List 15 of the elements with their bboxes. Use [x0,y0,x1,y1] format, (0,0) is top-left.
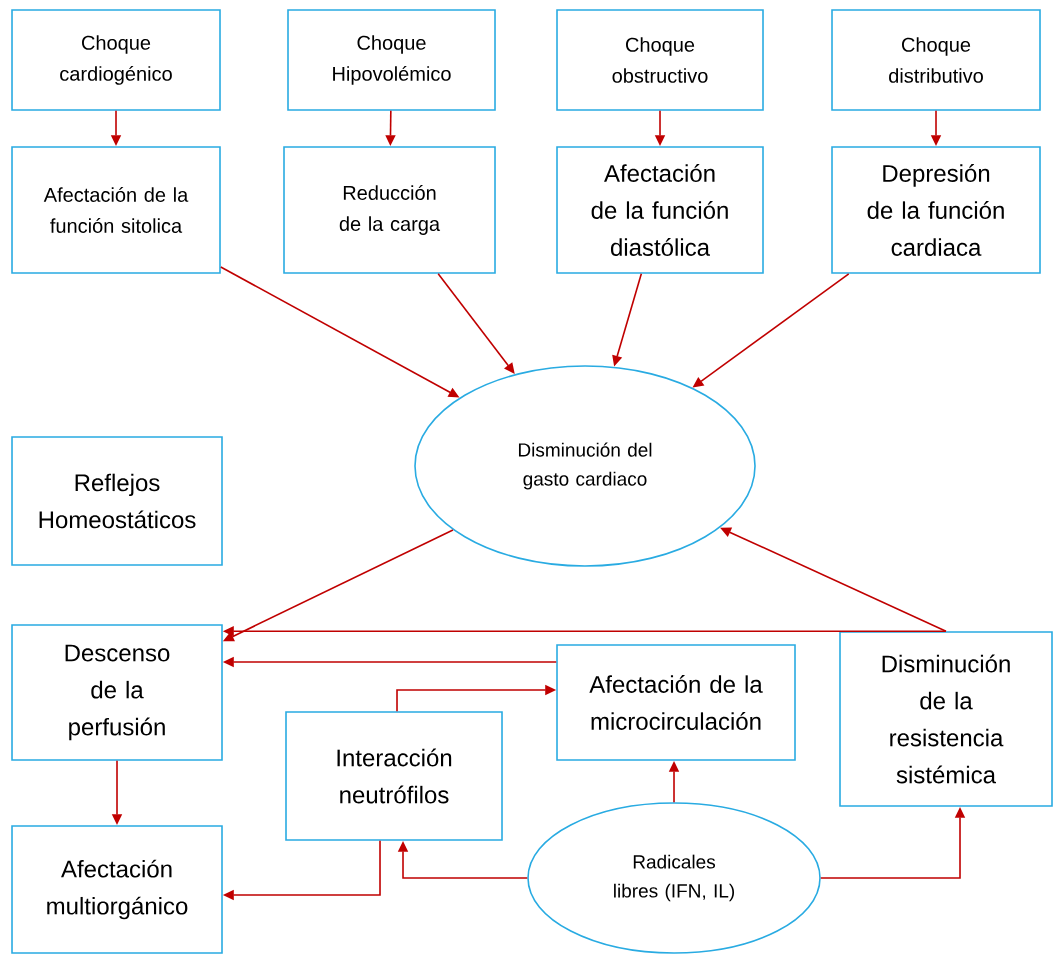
process-box: Reflejos Homeostáticos [11,436,223,566]
process-box: Disminución de la resistencia sistémica [839,631,1053,807]
process-box: Afectación de la función diastólica [556,146,764,274]
process-box: Choque distributivo [831,9,1041,111]
process-box: Descenso de la perfusión [11,624,223,761]
process-box: Choque cardiogénico [11,9,221,111]
process-box: Choque obstructivo [556,9,764,111]
process-box: Depresión de la función cardiaca [831,146,1041,274]
process-box: Choque Hipovolémico [287,9,496,111]
process-box: Interacción neutrófilos [285,711,503,841]
process-box: Afectación de la microcirculación [556,644,796,761]
process-box: Afectación multiorgánico [11,825,223,954]
process-box: Reducción de la carga [283,146,496,274]
arrow [720,527,947,632]
process-box: Afectación de la función sitolica [11,146,221,274]
